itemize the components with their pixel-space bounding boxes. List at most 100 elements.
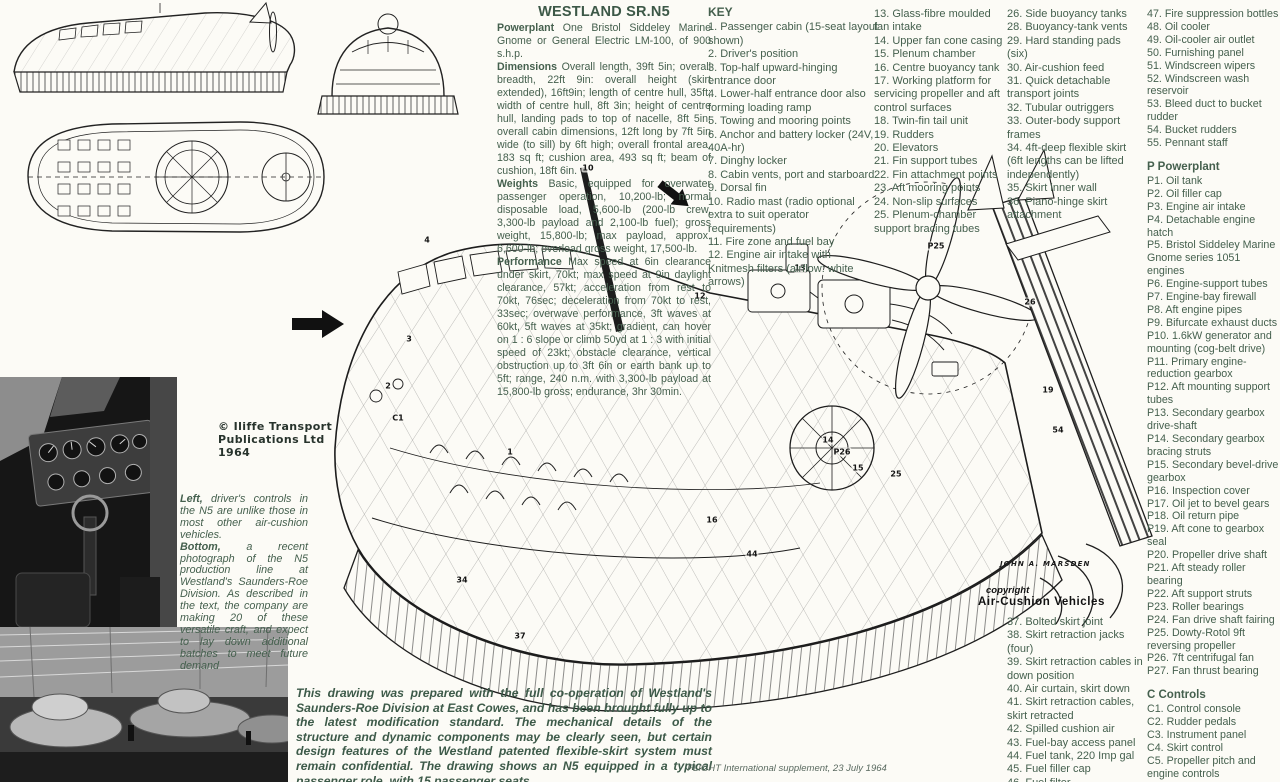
key-item: 37. Bolted skirt joint — [1007, 616, 1103, 628]
spec-weights: Weights Basic, equipped for overwater pa… — [497, 178, 711, 255]
powerplant-item: P10. 1.6kW generator and mounting (cog-b… — [1147, 329, 1272, 355]
spec-powerplant: Powerplant One Bristol Siddeley Marine G… — [497, 22, 711, 60]
cabin-windows — [397, 248, 574, 295]
key-item: 22. Fin attachment points — [874, 168, 998, 181]
key-item: 7. Dinghy locker — [708, 155, 787, 168]
key-item: 54. Bucket rudders — [1147, 124, 1237, 137]
key-item: 26. Side buoyancy tanks — [1007, 8, 1127, 20]
page-title: WESTLAND SR.N5 — [538, 4, 670, 20]
key-item: 39. Skirt retraction cables in down posi… — [1007, 656, 1143, 682]
key-item: 10. Radio mast (radio optional extra to … — [708, 195, 855, 235]
powerplant-item: P26. 7ft centrifugal fan — [1147, 652, 1254, 665]
powerplant-item: P19. Aft cone to gearbox seal — [1147, 523, 1265, 549]
photo-caption: Left, driver's controls in the N5 are un… — [180, 493, 308, 673]
key-item: 34. 4ft-deep flexible skirt (6ft lengths… — [1007, 142, 1127, 181]
publisher-copyright: © Iliffe Transport Publications Ltd 1964 — [218, 420, 333, 459]
controls-item: C1. Control console — [1147, 703, 1241, 716]
plan-view — [27, 121, 325, 233]
key-item: 28. Buoyancy-tank vents — [1007, 21, 1128, 34]
powerplant-item: P13. Secondary gearbox drive-shaft — [1147, 407, 1265, 433]
three-view-drawing — [13, 1, 459, 233]
powerplant-item: P12. Aft mounting support tubes — [1147, 381, 1270, 407]
key-item: 19. Rudders — [874, 128, 934, 141]
key-item: 14. Upper fan cone casing — [874, 34, 1003, 47]
key-item: 15. Plenum chamber — [874, 48, 976, 61]
powerplant-item: P18. Oil return pipe — [1147, 510, 1240, 523]
powerplant-item: P7. Engine-bay firewall — [1147, 291, 1257, 304]
key-item: 12. Engine air intake with Knitmesh filt… — [708, 249, 854, 289]
key-item: 16. Centre buoyancy tank — [874, 61, 1000, 74]
key-item: 38. Skirt retraction jacks (four) — [1007, 629, 1125, 655]
key-item: 55. Pennant staff — [1147, 137, 1228, 150]
powerplant-item: P4. Detachable engine hatch — [1147, 213, 1256, 239]
controls-item: C3. Instrument panel — [1147, 728, 1247, 741]
key-item: 47. Fire suppression bottles — [1147, 8, 1279, 20]
key-item: 46. Fuel filter — [1007, 777, 1149, 782]
controls-item: C4. Skirt control — [1147, 741, 1224, 754]
key-item: 21. Fin support tubes — [874, 155, 978, 168]
key-item: 29. Hard standing pads (six) — [1007, 34, 1121, 61]
key-item: 9. Dorsal fin — [708, 182, 767, 195]
bucket-rudders — [1039, 543, 1124, 627]
spec-dimensions: Dimensions Overall length, 39ft 5in; ove… — [497, 61, 711, 177]
controls-heading: C Controls — [1147, 689, 1206, 702]
powerplant-item: P23. Roller bearings — [1147, 600, 1244, 613]
powerplant-item: P2. Oil filler cap — [1147, 187, 1222, 200]
key-item: 49. Oil-cooler air outlet — [1147, 33, 1255, 46]
flexible-skirt — [343, 533, 1063, 712]
spec-performance: Performance Max speed at 6in clearance u… — [497, 256, 711, 398]
side-elevation — [13, 1, 296, 93]
spec-block: WESTLAND SR.N5 Powerplant One Bristol Si… — [497, 4, 711, 399]
key-item: 48. Oil cooler — [1147, 20, 1210, 33]
powerplant-item: P17. Oil jet to bevel gears — [1147, 497, 1270, 510]
key-item: 23. Aft mooring points — [874, 182, 981, 195]
key-item: 25. Plenum-chamber support bracing tubes — [874, 209, 980, 235]
powerplant-item: P21. Aft steady roller bearing — [1147, 562, 1246, 587]
key-item: 40. Air curtain, skirt down — [1007, 683, 1130, 696]
powerplant-item: P3. Engine air intake — [1147, 200, 1246, 213]
centrifugal-fan — [789, 405, 875, 491]
powerplant-item: P20. Propeller drive shaft — [1147, 549, 1267, 562]
key-item: 1. Passenger cabin (15-seat layout shown… — [708, 21, 878, 47]
key-item: 32. Tubular outriggers — [1007, 101, 1115, 114]
key-item: 36. Piano-hinge skirt attachment — [1007, 195, 1108, 222]
key-heading: KEY — [708, 5, 733, 19]
powerplant-item: P24. Fan drive shaft fairing — [1147, 613, 1275, 626]
powerplant-heading: P Powerplant — [1147, 160, 1220, 173]
airflow-arrows — [292, 180, 689, 338]
key-item: 13. Glass-fibre moulded fan intake — [874, 8, 991, 34]
powerplant-item: P22. Aft support struts — [1147, 587, 1253, 600]
key-item: 43. Fuel-bay access panel — [1007, 736, 1136, 749]
powerplant-item: P27. Fan thrust bearing — [1147, 665, 1259, 678]
key-item: 41. Skirt retraction cables, skirt retra… — [1007, 696, 1135, 722]
controls-item: C6. Elevator control lever — [1147, 781, 1280, 782]
cutaway-drawing — [292, 148, 1153, 712]
key-item: 53. Bleed duct to bucket rudder — [1147, 98, 1262, 124]
radio-mast — [580, 167, 624, 332]
key-item: 44. Fuel tank, 220 Imp gal — [1007, 750, 1135, 763]
key-item: 11. Fire zone and fuel bay — [708, 235, 835, 248]
key-item: 5. Towing and mooring points — [708, 115, 851, 128]
passenger-seats — [429, 444, 629, 511]
hangar-photo-art — [0, 627, 288, 782]
drawing-note: This drawing was prepared with the full … — [296, 686, 712, 782]
cockpit-photo-art — [0, 377, 177, 632]
artist-signature: JOHN A. MARSDEN — [1000, 560, 1091, 568]
powerplant-item: P15. Secondary bevel-drive gearbox — [1147, 458, 1279, 484]
hull-outline — [334, 243, 1043, 665]
caption-left: Left, driver's controls in the N5 are un… — [180, 493, 308, 541]
powerplant-item: P25. Dowty-Rotol 9ft reversing propeller — [1147, 626, 1246, 652]
powerplant-item: P1. Oil tank — [1147, 174, 1203, 187]
key-item: 6. Anchor and battery locker (24V, 40A-h… — [708, 128, 874, 155]
footer-credit: FLIGHT International supplement, 23 July… — [687, 763, 887, 774]
cockpit-photo — [0, 377, 177, 632]
key-item: 3. Top-half upward-hinging entrance door — [708, 61, 838, 88]
powerplant-item: P16. Inspection cover — [1147, 484, 1250, 497]
key-item: 51. Windscreen wipers — [1147, 59, 1256, 72]
key-item: 2. Driver's position — [708, 48, 799, 61]
engine-cluster — [747, 243, 953, 351]
drawing-copyright: copyright Air-Cushion Vehicles — [978, 585, 1106, 608]
